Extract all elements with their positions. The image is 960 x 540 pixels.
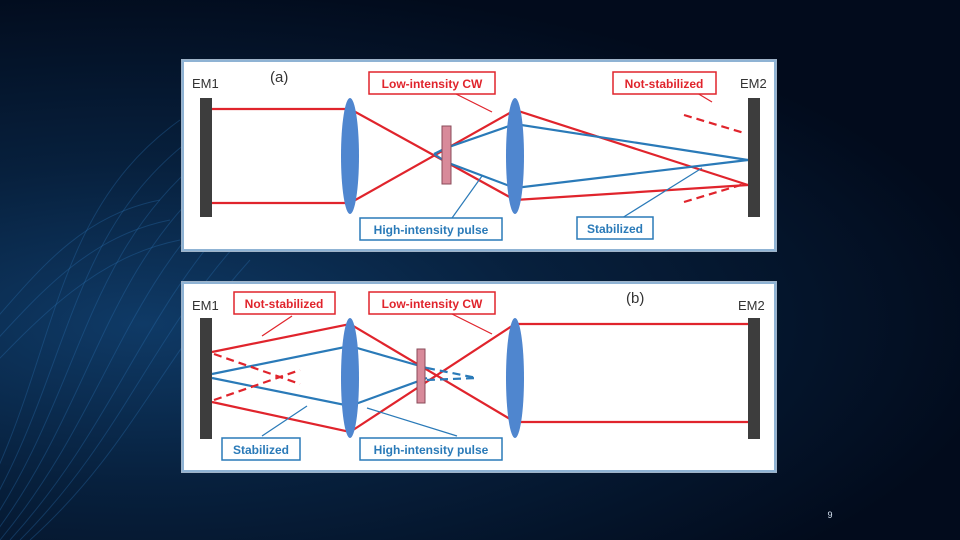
panel-b-label: (b) (626, 290, 644, 307)
stabilized-label: Stabilized (587, 222, 643, 236)
panel-b-drawing: EM1 EM2 (b) Not-stabilized Low-intensity… (192, 290, 765, 461)
low-intensity-cw-box (368, 71, 496, 95)
lens-right (506, 318, 524, 438)
mirror-em1 (200, 98, 212, 217)
mirror-em2 (748, 318, 760, 439)
diagram-panel-b: EM1 EM2 (b) Not-stabilized Low-intensity… (182, 282, 776, 472)
high-intensity-pulse-label: High-intensity pulse (374, 223, 489, 237)
high-intensity-pulse-label: High-intensity pulse (374, 443, 489, 457)
slide-page-number: 9 (827, 510, 833, 520)
low-intensity-cw-label: Low-intensity CW (382, 77, 483, 91)
panel-a-drawing: EM1 EM2 (a) Low-intensity CW Not-stabili… (192, 69, 767, 241)
not-stabilized-dashes (213, 352, 301, 402)
em2-label: EM2 (740, 76, 767, 91)
arrows-blue (451, 167, 703, 219)
em1-label: EM1 (192, 298, 219, 313)
lens-left (341, 318, 359, 438)
crystal (416, 348, 426, 404)
not-stabilized-label: Not-stabilized (245, 297, 324, 311)
panel-a-label: (a) (270, 69, 288, 86)
red-beam-paths (212, 107, 749, 205)
not-stabilized-label: Not-stabilized (625, 77, 704, 91)
stabilized-box (221, 437, 301, 461)
em1-label: EM1 (192, 76, 219, 91)
blue-beam-paths (433, 122, 749, 190)
mirror-em1 (200, 318, 212, 439)
stabilized-box (576, 216, 654, 240)
stabilized-label: Stabilized (233, 443, 289, 457)
diagram-panel-a: EM1 EM2 (a) Low-intensity CW Not-stabili… (182, 60, 776, 251)
arrows-blue (261, 405, 458, 437)
not-stabilized-box (233, 291, 336, 315)
blue-beam-paths (211, 344, 428, 408)
mirror-em2 (748, 98, 760, 217)
not-stabilized-box (612, 71, 717, 95)
not-stabilized-dashes (683, 113, 745, 204)
arrows-red (261, 313, 493, 337)
crystal (441, 125, 452, 185)
high-intensity-pulse-box (359, 437, 503, 461)
lens-left (341, 98, 359, 214)
low-intensity-cw-label: Low-intensity CW (382, 297, 483, 311)
em2-label: EM2 (738, 298, 765, 313)
high-intensity-pulse-box (359, 217, 503, 241)
blue-dashes (426, 366, 478, 382)
low-intensity-cw-box (368, 291, 496, 315)
lens-right (506, 98, 524, 214)
